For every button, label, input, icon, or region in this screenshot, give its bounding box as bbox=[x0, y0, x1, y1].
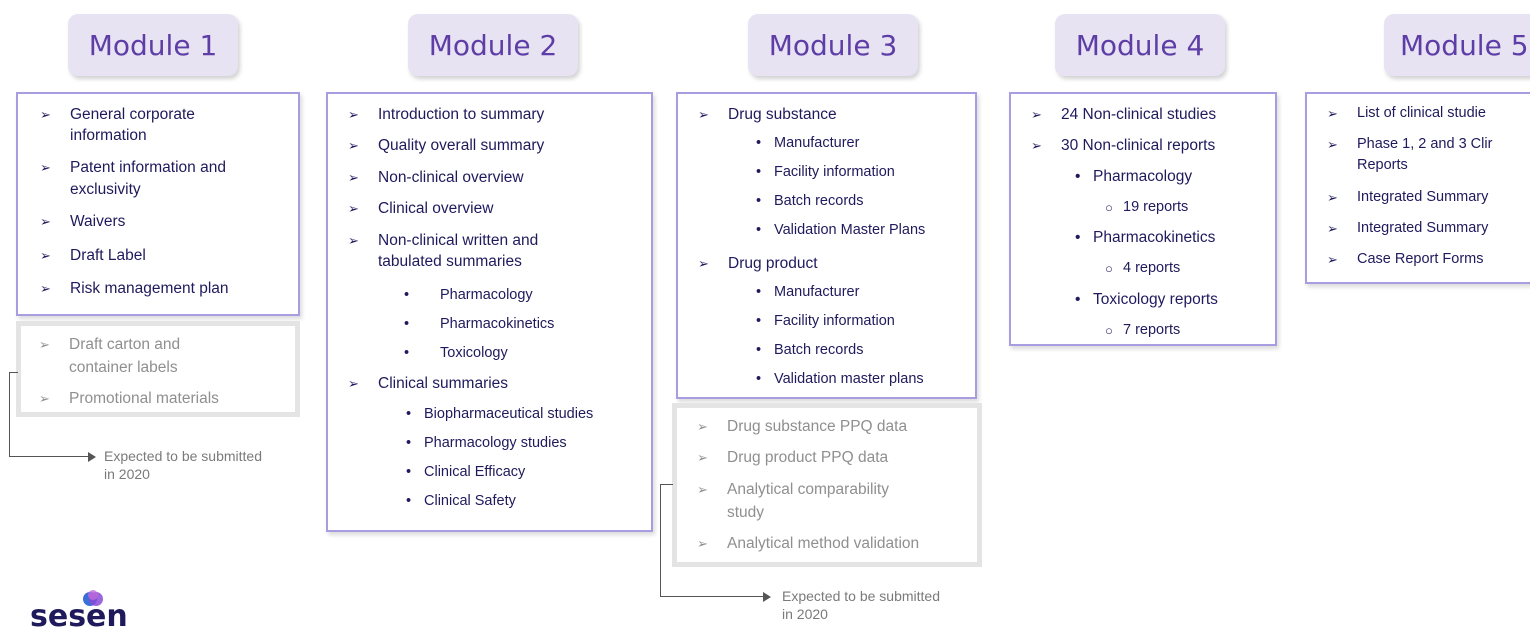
module-1-pending-box: ➢Draft carton and container labels ➢Prom… bbox=[16, 321, 300, 417]
module-3-box: ➢Drug substance •Manufacturer •Facility … bbox=[676, 92, 977, 399]
m3-subitem: •Manufacturer bbox=[756, 135, 860, 151]
m1-item-cont: information bbox=[70, 127, 147, 144]
m4-subitem: •Pharmacokinetics bbox=[1075, 229, 1216, 246]
m3-subitem: •Manufacturer bbox=[756, 284, 860, 300]
m3-note-arrowhead bbox=[763, 592, 771, 602]
module-2-box: ➢Introduction to summary ➢Quality overal… bbox=[326, 92, 653, 532]
m5-item-cont: Reports bbox=[1357, 157, 1408, 173]
m4-subsubitem: ○19 reports bbox=[1105, 199, 1189, 215]
m1-pending-item: ➢Draft carton and bbox=[39, 336, 181, 353]
m2-item: ➢Clinical overview bbox=[348, 200, 494, 217]
m3-subitem: •Facility information bbox=[756, 313, 895, 329]
m3-pending-item: ➢Drug product PPQ data bbox=[697, 449, 889, 466]
module-5-header: Module 5 bbox=[1384, 14, 1530, 76]
m1-note-arrow bbox=[9, 456, 89, 457]
m1-note-arrowhead bbox=[88, 452, 96, 462]
module-1-header: Module 1 bbox=[68, 14, 238, 76]
m4-subitem: •Toxicology reports bbox=[1075, 291, 1218, 308]
m1-item: ➢Risk management plan bbox=[40, 280, 229, 297]
m3-pending-item: ➢Drug substance PPQ data bbox=[697, 418, 908, 435]
m5-item: ➢Case Report Forms bbox=[1327, 251, 1484, 267]
module-3-header: Module 3 bbox=[748, 14, 918, 76]
m3-item: ➢Drug product bbox=[698, 255, 818, 272]
m2-item: ➢Clinical summaries bbox=[348, 375, 509, 392]
m4-subsubitem: ○4 reports bbox=[1105, 260, 1181, 276]
m5-item: ➢Integrated Summary bbox=[1327, 220, 1489, 236]
module-1-box: ➢General corporate information ➢Patent i… bbox=[16, 92, 300, 316]
module-3-pending-box: ➢Drug substance PPQ data ➢Drug product P… bbox=[672, 403, 982, 567]
m1-item: ➢Draft Label bbox=[40, 247, 146, 264]
m5-item: ➢List of clinical studie bbox=[1327, 105, 1486, 121]
m4-subsubitem: ○7 reports bbox=[1105, 322, 1181, 338]
m2-subitem: •Biopharmaceutical studies bbox=[406, 406, 594, 422]
m3-subitem: •Validation master plans bbox=[756, 371, 924, 387]
m2-item-cont: tabulated summaries bbox=[378, 253, 522, 270]
m4-item: ➢30 Non-clinical reports bbox=[1031, 137, 1216, 154]
m3-note-arrow bbox=[660, 596, 764, 597]
m4-item: ➢24 Non-clinical studies bbox=[1031, 106, 1217, 123]
m1-pending-item-cont: container labels bbox=[69, 359, 178, 376]
m3-subitem: •Validation Master Plans bbox=[756, 222, 926, 238]
m2-subitem: •Pharmacology studies bbox=[406, 435, 567, 451]
m2-item: ➢Quality overall summary bbox=[348, 137, 545, 154]
m3-bracket bbox=[660, 484, 673, 597]
m5-item: ➢Phase 1, 2 and 3 Clir bbox=[1327, 136, 1493, 152]
m3-pending-item-cont: study bbox=[727, 504, 765, 521]
logo: sesen bbox=[30, 588, 130, 632]
m3-subitem: •Batch records bbox=[756, 342, 864, 358]
m4-subitem: •Pharmacology bbox=[1075, 168, 1193, 185]
module-4-header: Module 4 bbox=[1055, 14, 1225, 76]
m3-item: ➢Drug substance bbox=[698, 106, 837, 123]
m2-subitem: •Clinical Safety bbox=[406, 493, 516, 509]
module-2-header: Module 2 bbox=[408, 14, 578, 76]
m1-item: ➢General corporate bbox=[40, 106, 195, 123]
m3-pending-item: ➢Analytical comparability bbox=[697, 481, 889, 498]
module-5-box: ➢List of clinical studie ➢Phase 1, 2 and… bbox=[1305, 92, 1530, 284]
m2-item: ➢Introduction to summary bbox=[348, 106, 545, 123]
m1-item-cont: exclusivity bbox=[70, 181, 141, 198]
logo-mark-icon bbox=[83, 590, 103, 606]
m2-subitem: •Toxicology bbox=[404, 345, 508, 361]
module-4-box: ➢24 Non-clinical studies ➢30 Non-clinica… bbox=[1009, 92, 1277, 346]
m3-pending-item: ➢Analytical method validation bbox=[697, 535, 920, 552]
m3-subitem: •Batch records bbox=[756, 193, 864, 209]
m2-item: ➢Non-clinical overview bbox=[348, 169, 524, 186]
m1-pending-item: ➢Promotional materials bbox=[39, 390, 219, 407]
m1-item: ➢Patent information and bbox=[40, 159, 226, 176]
m2-subitem: •Clinical Efficacy bbox=[406, 464, 526, 480]
m2-subitem: •Pharmacokinetics bbox=[404, 316, 555, 332]
m3-subitem: •Facility information bbox=[756, 164, 895, 180]
logo-text: sesen bbox=[30, 599, 128, 634]
m1-bracket bbox=[9, 372, 18, 457]
m1-item: ➢Waivers bbox=[40, 213, 126, 230]
m5-item: ➢Integrated Summary bbox=[1327, 189, 1489, 205]
m2-subitem: •Pharmacology bbox=[404, 287, 533, 303]
m2-item: ➢Non-clinical written and bbox=[348, 232, 539, 249]
